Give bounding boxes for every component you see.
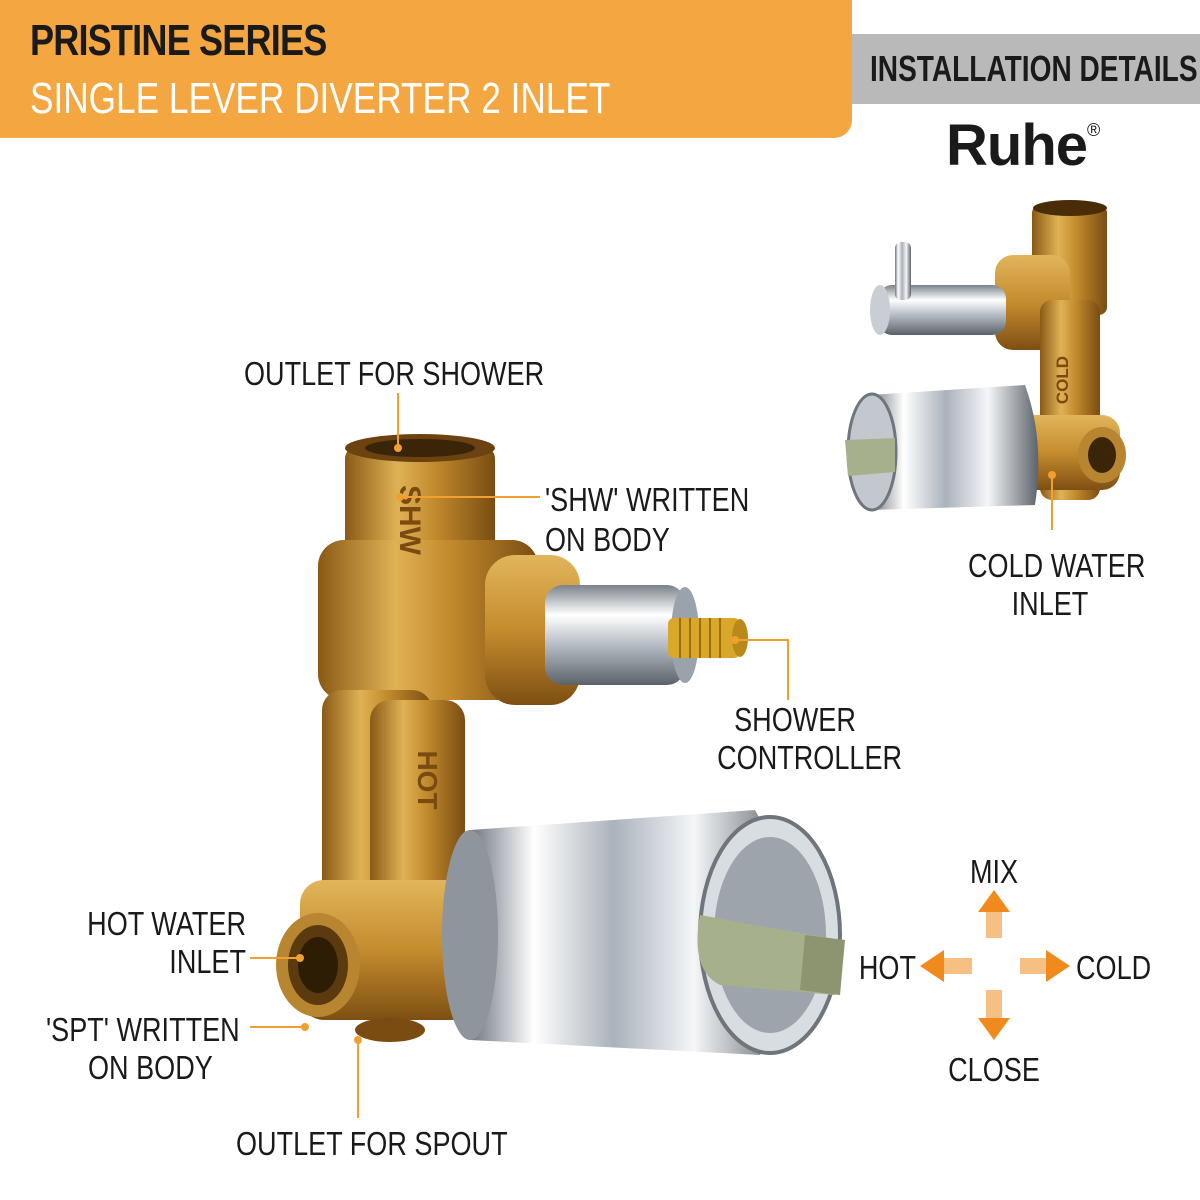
label-hot-inlet-line1: HOT WATER bbox=[87, 905, 246, 942]
brand-name: Ruhe bbox=[946, 113, 1088, 178]
leader-lines bbox=[250, 393, 1053, 1118]
arrow-up-icon bbox=[978, 890, 1010, 938]
label-shw-line1: 'SHW' WRITTEN bbox=[545, 481, 750, 518]
main-diverter: SHW HOT bbox=[276, 434, 845, 1055]
label-hot-inlet-line2: INLET bbox=[169, 943, 246, 980]
label-shw-line2: ON BODY bbox=[545, 521, 670, 558]
brand-logo: Ruhe® bbox=[946, 112, 1100, 179]
direction-close: CLOSE bbox=[948, 1051, 1040, 1088]
direction-mix: MIX bbox=[969, 853, 1019, 890]
arrow-down-icon bbox=[978, 990, 1010, 1040]
label-outlet-spout: OUTLET FOR SPOUT bbox=[236, 1125, 508, 1162]
label-shower-controller-line1: SHOWER bbox=[734, 701, 856, 738]
hot-body-mark: HOT bbox=[412, 750, 443, 809]
label-cold-inlet-line1: COLD WATER bbox=[968, 547, 1146, 584]
series-title: PRISTINE SERIES bbox=[30, 16, 327, 65]
direction-cold: COLD bbox=[1076, 949, 1152, 986]
product-title: SINGLE LEVER DIVERTER 2 INLET bbox=[30, 74, 611, 123]
label-spt-line1: 'SPT' WRITTEN bbox=[46, 1011, 240, 1048]
label-spt-line2: ON BODY bbox=[88, 1049, 213, 1086]
header-banner: PRISTINE SERIES SINGLE LEVER DIVERTER 2 … bbox=[0, 0, 852, 138]
label-cold-inlet-line2: INLET bbox=[1011, 585, 1089, 622]
installation-details-band: INSTALLATION DETAILS bbox=[852, 34, 1200, 104]
label-shower-controller-line2: CONTROLLER bbox=[717, 739, 903, 776]
cold-body-mark: COLD bbox=[1053, 356, 1072, 404]
registered-mark: ® bbox=[1087, 120, 1100, 140]
direction-hot: HOT bbox=[858, 949, 916, 986]
direction-arrows bbox=[920, 890, 1070, 1040]
arrow-right-icon bbox=[1020, 950, 1070, 982]
arrow-left-icon bbox=[920, 950, 972, 982]
thumbnail-diverter: COLD bbox=[845, 200, 1126, 512]
installation-details-title: INSTALLATION DETAILS bbox=[870, 48, 1198, 89]
label-outlet-shower: OUTLET FOR SHOWER bbox=[244, 355, 545, 392]
